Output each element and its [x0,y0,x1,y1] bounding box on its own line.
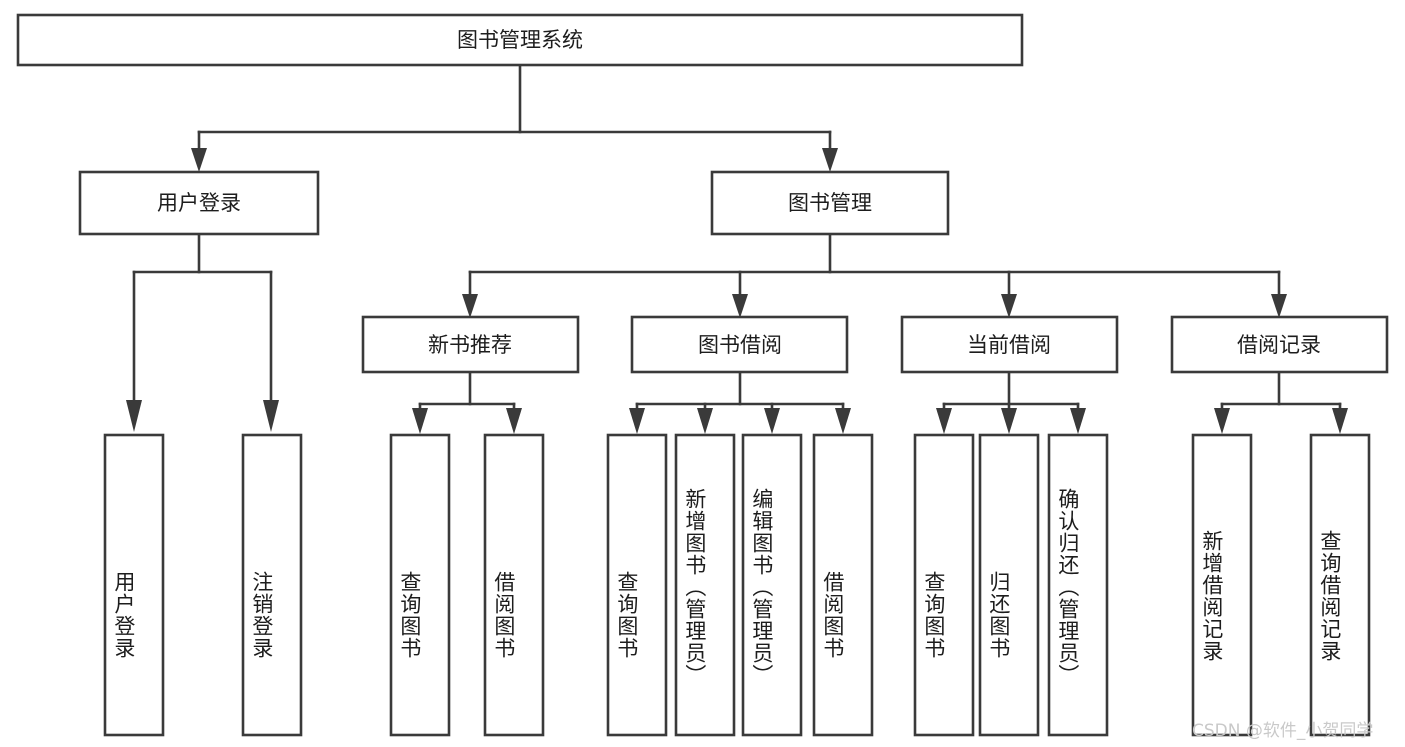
node-leaf-query-record[interactable] [1309,433,1371,737]
node-book-manage[interactable] [710,170,950,236]
node-book-manage-label: 图书管理 [788,191,872,215]
arrow-head-leaf-user-logout [263,400,279,432]
node-leaf-add-book[interactable] [674,433,736,737]
node-leaf-query-book-1[interactable] [389,433,451,737]
arrow-head-leaf-edit-book [764,408,780,434]
arrow-head-book-borrow [732,294,748,318]
connector-layer [126,63,1348,434]
node-new-book-recommend[interactable] [361,315,580,374]
arrow-head-borrow-record [1271,294,1287,318]
arrow-head-leaf-query-book-2 [629,408,645,434]
node-book-borrow[interactable] [630,315,849,374]
node-leaf-add-record[interactable] [1191,433,1253,737]
arrow-head-leaf-borrow-book-1 [506,408,522,434]
node-leaf-confirm-return[interactable] [1047,433,1109,737]
arrow-head-leaf-add-book [697,408,713,434]
arrow-head-leaf-borrow-book-2 [835,408,851,434]
node-new-book-recommend-label: 新书推荐 [428,333,512,357]
node-book-borrow-label: 图书借阅 [698,333,782,357]
node-leaf-borrow-book-2[interactable] [812,433,874,737]
arrow-head-leaf-return-book [1001,408,1017,434]
arrow-head-leaf-query-record [1332,408,1348,434]
arrow-head-leaf-user-login [126,400,142,432]
arrow-head-leaf-query-book-1 [412,408,428,434]
node-leaf-query-book-2[interactable] [606,433,668,737]
csdn-watermark: CSDN @软件_小贺同学 [1192,721,1374,741]
node-layer: 图书管理系统 用户登录 图书管理 新书推荐 图书借阅 当前借阅 借阅记录 [16,13,1389,737]
arrow-head-leaf-query-book-3 [936,408,952,434]
arrow-head-leaf-confirm-return [1070,408,1086,434]
node-leaf-user-logout[interactable] [241,433,303,737]
node-leaf-query-book-3[interactable] [913,433,975,737]
node-borrow-record[interactable] [1170,315,1389,374]
arrow-head-book-manage [822,148,838,172]
node-leaf-return-book[interactable] [978,433,1040,737]
arrow-head-user-login [191,148,207,172]
arrow-head-leaf-add-record [1214,408,1230,434]
node-user-login[interactable] [78,170,320,236]
node-borrow-record-label: 借阅记录 [1237,333,1321,357]
node-root-label: 图书管理系统 [457,28,583,52]
node-current-borrow-label: 当前借阅 [967,333,1051,357]
node-current-borrow[interactable] [900,315,1119,374]
arrow-head-current-borrow [1001,294,1017,318]
node-leaf-user-login[interactable] [103,433,165,737]
node-leaf-edit-book[interactable] [741,433,803,737]
node-leaf-borrow-book-1[interactable] [483,433,545,737]
arrow-head-new-book-recommend [462,294,478,318]
node-root[interactable] [16,13,1024,67]
node-user-login-label: 用户登录 [157,191,241,215]
